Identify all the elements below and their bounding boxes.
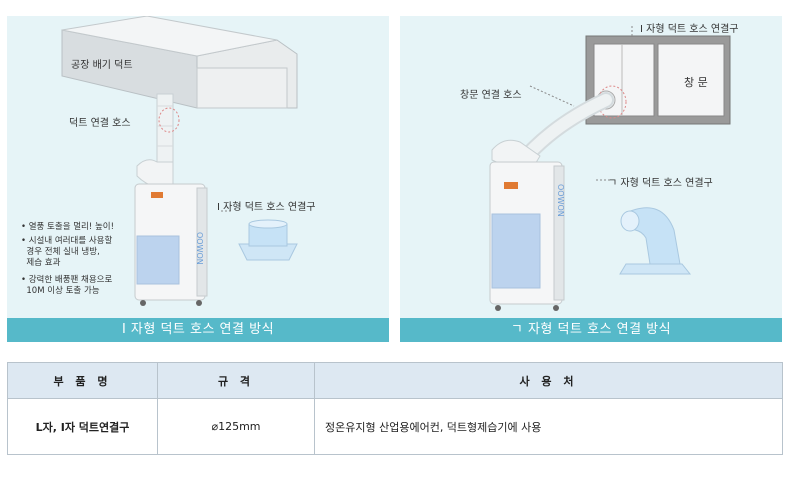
svg-text:OOWON: OOWON [556,184,565,217]
header-spec: 규 격 [157,362,315,399]
table-header-row: 부 품 명 규 격 사 용 처 [7,362,783,399]
right-caption: ㄱ 자형 덕트 호스 연결 방식 [400,318,782,342]
svg-text:OOWON: OOWON [195,232,204,265]
cell-part-name: L자, I자 덕트연결구 [7,398,158,455]
table-row: L자, I자 덕트연결구 ⌀125mm 정온유지형 산업용에어컨, 덕트형제습기… [7,398,783,455]
duct-hose-label: 덕트 연결 호스 [69,118,131,129]
l-type-connection-illustration: OOWON [489,26,731,311]
window-hose-label: 창문 연결 호스 [460,90,522,101]
bullet-item: • 시설내 여러대를 사용할 경우 전체 실내 냉방, 제습 효과 [21,236,113,268]
spec-table: 부 품 명 규 격 사 용 처 L자, I자 덕트연결구 ⌀125mm 정온유지… [7,362,783,455]
header-usage: 사 용 처 [314,362,783,399]
cell-spec: ⌀125mm [157,398,315,455]
l-connector-label: ㄱ 자형 덕트 호스 연결구 [608,178,713,189]
cell-usage: 정온유지형 산업용에어컨, 덕트형제습기에 사용 [314,398,783,455]
header-part-name: 부 품 명 [7,362,158,399]
factory-duct-label: 공장 배기 덕트 [71,60,133,71]
i-connector-top-label: I 자형 덕트 호스 연결구 [640,24,739,35]
left-caption: I 자형 덕트 호스 연결 방식 [7,318,389,342]
i-type-connection-illustration: OOWON [61,16,298,306]
window-label: 창 문 [684,76,708,89]
i-connector-label: I 자형 덕트 호스 연결구 [217,202,316,213]
bullet-item: • 열풍 토출을 멀리! 높이! [21,222,115,232]
bullet-item: • 강력한 배풍팬 채용으로 10M 이상 토출 가능 [21,275,113,296]
i-type-connection-panel: OOWON 공장 배기 덕트 덕트 연결 호스 I 자형 덕트 호스 연결구 •… [7,16,389,342]
l-type-connection-panel: OOWON I 자형 덕트 호스 연결구 창 문 창문 연결 호스 ㄱ 자형 덕… [400,16,782,342]
